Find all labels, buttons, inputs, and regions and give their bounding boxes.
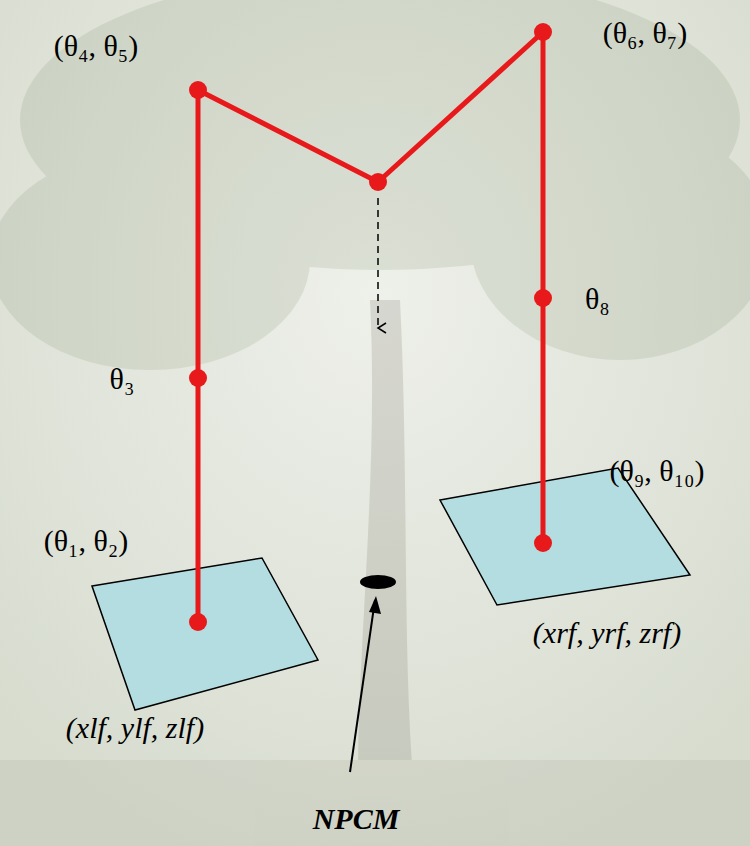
- joint-label: θ₃: [110, 362, 135, 395]
- npcm-point: [360, 575, 396, 589]
- npcm-pointer-head: [369, 596, 381, 614]
- joint-label: (θ₁, θ₂): [44, 524, 129, 557]
- biped-links: [198, 32, 543, 622]
- joints: [189, 23, 552, 631]
- right-foot: [440, 468, 690, 605]
- joint-label: (θ₉, θ₁₀): [609, 454, 704, 487]
- npcm-pointer: [350, 600, 375, 772]
- joint-label: θ₈: [585, 282, 610, 315]
- gravity-arrow: [377, 198, 379, 328]
- npcm-label: NPCM: [313, 802, 400, 835]
- joint-label: (θ₆, θ₇): [603, 16, 688, 49]
- foot-position-label: (xrf, yrf, zrf): [533, 616, 681, 649]
- foot-position-label: (xlf, ylf, zlf): [66, 711, 204, 744]
- joint-label: (θ₄, θ₅): [54, 29, 139, 62]
- left-foot: [92, 558, 318, 710]
